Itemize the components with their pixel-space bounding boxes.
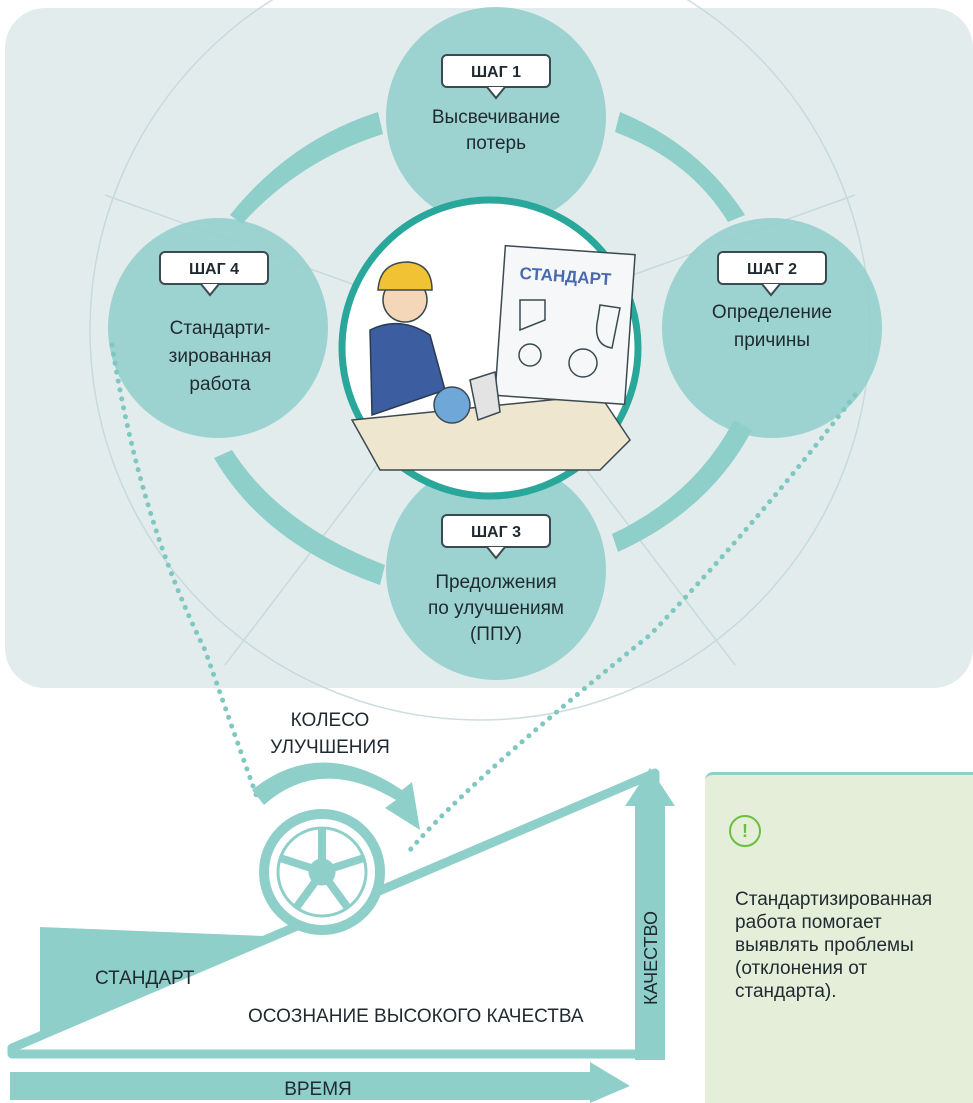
improvement-wheel-icon <box>259 809 385 935</box>
step-3-line-1: Предолжения <box>435 572 556 593</box>
worker-body <box>369 322 446 417</box>
step-4-line-2: зированная <box>169 346 272 367</box>
note-line-4: (отклонения от <box>735 958 868 979</box>
time-label: ВРЕМЯ <box>284 1079 352 1100</box>
ramp-label: ОСОЗНАНИЕ ВЫСОКОГО КАЧЕСТВА <box>248 1006 584 1027</box>
exclamation-icon: ! <box>729 815 761 847</box>
wheel-label-line-1: КОЛЕСО <box>291 710 370 731</box>
wheel-label-line-2: УЛУЧШЕНИЯ <box>270 737 390 758</box>
step-4-line-1: Стандарти- <box>170 318 271 339</box>
note-line-2: работа помогает <box>735 912 882 933</box>
standard-label: СТАНДАРТ <box>95 968 195 989</box>
step-3-line-2: по улучшениям <box>428 598 564 619</box>
quality-label: КАЧЕСТВО <box>641 911 661 1005</box>
projection-dotted-lines <box>109 342 858 853</box>
step-circle-4: ШАГ 4 Стандарти- зированная работа <box>108 218 328 438</box>
standard-board <box>494 244 636 406</box>
note-line-5: стандарта). <box>735 981 837 1002</box>
board-gear-icons <box>518 299 621 378</box>
hard-hat-icon <box>377 261 433 291</box>
step-3-badge: ШАГ 3 <box>471 524 521 541</box>
note-text: Стандартизированная работа помогает выяв… <box>735 888 973 1003</box>
step-circle-3: ШАГ 3 Предолжения по улучшениям (ППУ) <box>386 460 606 680</box>
step-1-line-2: потерь <box>466 133 526 154</box>
note-line-1: Стандартизированная <box>735 889 933 910</box>
step-3-line-3: (ППУ) <box>470 624 522 645</box>
step-1-badge: ШАГ 1 <box>471 64 521 81</box>
note-line-3: выявлять проблемы <box>735 935 914 956</box>
note-box: ! Стандартизированная работа помогает вы… <box>705 772 973 1103</box>
rotation-arrow-icon <box>252 762 420 830</box>
gear-icon <box>433 386 471 424</box>
step-circle-1: ШАГ 1 Высвечивание потерь <box>386 7 606 227</box>
time-arrow <box>10 1062 630 1103</box>
step-4-line-3: работа <box>189 374 251 395</box>
step-1-line-1: Высвечивание <box>432 107 560 128</box>
step-2-badge: ШАГ 2 <box>747 261 797 278</box>
step-2-line-1: Определение <box>712 302 832 323</box>
cycle-arrows <box>214 112 752 585</box>
step-2-line-2: причины <box>734 330 810 351</box>
tool-icon <box>469 371 501 422</box>
step-4-badge: ШАГ 4 <box>189 261 239 278</box>
step-circle-2: ШАГ 2 Определение причины <box>662 218 882 438</box>
worker-illustration: СТАНДАРТ <box>338 196 642 500</box>
quality-arrow <box>625 768 675 1060</box>
